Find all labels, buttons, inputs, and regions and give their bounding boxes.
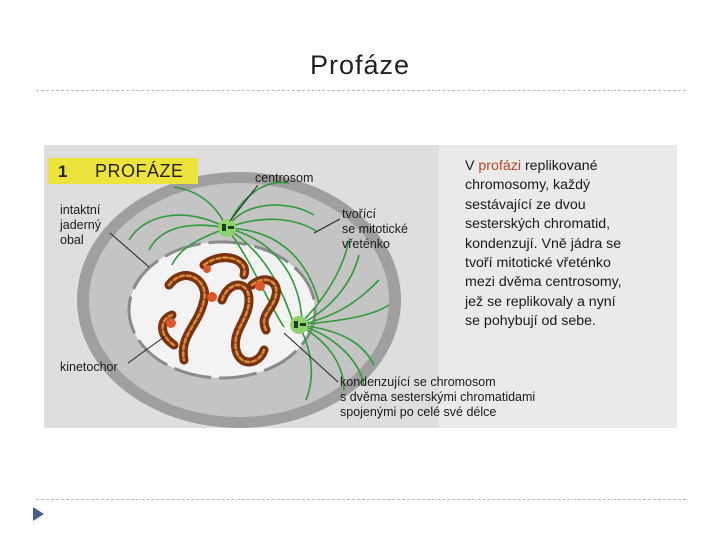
- chromosome-label: kondenzující se chromosom s dvěma sester…: [340, 375, 535, 420]
- nuclear-envelope-label-line-2: jaderný: [60, 218, 101, 232]
- description-line-4: sesterských chromatid,: [465, 216, 611, 233]
- spindle-label-line-2: se mitotické: [342, 222, 408, 236]
- description-line-5: kondenzují. Vně jádra se: [465, 235, 622, 252]
- stage-badge: [48, 158, 198, 184]
- nuclear-envelope: [127, 240, 317, 380]
- description-line-1-rest: replikované: [521, 158, 598, 174]
- footer-divider: [36, 499, 686, 500]
- leader-lines: [109, 184, 341, 383]
- spindle-label-line-1: tvořící: [342, 207, 377, 221]
- description-line-9: se pohybují od sebe.: [465, 313, 596, 330]
- description-panel: [439, 145, 677, 428]
- stage-name: PROFÁZE: [95, 161, 184, 181]
- chromosome-label-line-3: spojenými po celé své délce: [340, 405, 497, 419]
- spindle-label-line-3: vřeténko: [342, 237, 390, 251]
- prophase-description: V profázi replikované chromosomy, každý …: [465, 157, 670, 332]
- spindle-fibers: [128, 181, 390, 401]
- nuclear-envelope-label-line-3: obal: [60, 233, 84, 247]
- centrosome-lower: [290, 316, 308, 334]
- prophase-figure: 1 PROFÁZE centrosom intaktní jaderný oba…: [44, 145, 677, 428]
- description-line-6: tvoří mitotické vřeténko: [465, 255, 611, 272]
- kinetochore-label: kinetochor: [60, 360, 118, 374]
- triangle-bullet-icon: [33, 507, 44, 521]
- slide-title: Profáze: [309, 50, 411, 80]
- centrosome-upper: [218, 219, 236, 237]
- chromosome-label-line-1: kondenzující se chromosom: [340, 375, 496, 389]
- centrosome-label: centrosom: [255, 171, 314, 185]
- chromosome-label-line-2: s dvěma sesterskými chromatidami: [340, 390, 536, 404]
- description-lead: V: [465, 158, 479, 174]
- description-line-1: V profázi replikované: [465, 157, 670, 176]
- stage-number: 1: [58, 162, 68, 181]
- description-highlight: profázi: [478, 158, 521, 174]
- prophase-diagram: [44, 145, 677, 428]
- nuclear-envelope-label: intaktní jaderný obal: [60, 203, 101, 248]
- description-line-3: sestávající ze dvou: [465, 196, 586, 213]
- description-line-8: jež se replikovaly a nyní: [465, 293, 616, 310]
- title-divider: [36, 90, 686, 91]
- spindle-label: tvořící se mitotické vřeténko: [342, 207, 408, 252]
- kinetochores: [166, 265, 265, 328]
- chromosomes: [158, 253, 281, 367]
- description-line-7: mezi dvěma centrosomy,: [465, 274, 622, 291]
- description-line-2: chromosomy, každý: [465, 177, 591, 194]
- nuclear-envelope-label-line-1: intaktní: [60, 203, 101, 217]
